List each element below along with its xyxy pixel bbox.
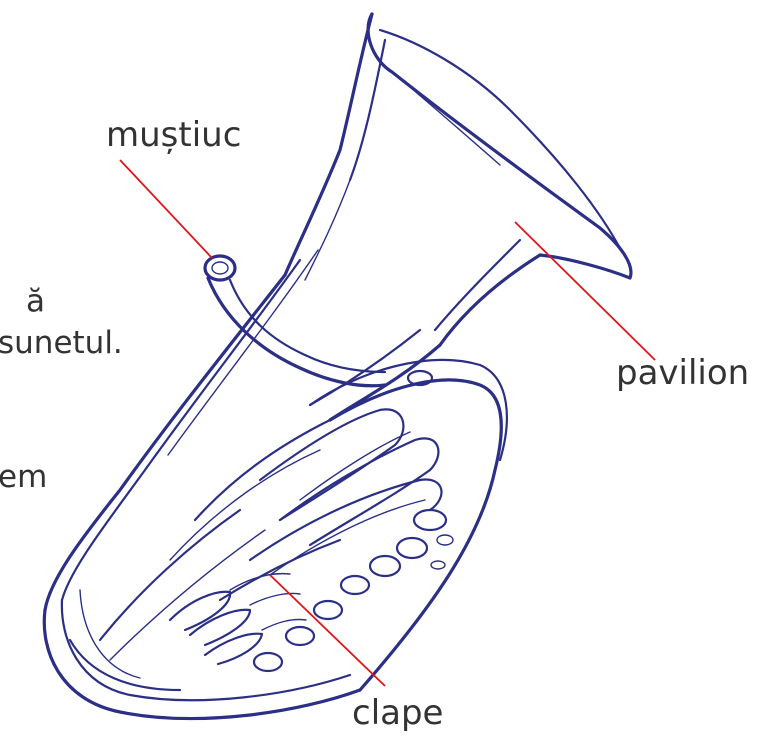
leader-bell [515,222,655,360]
label-bell: pavilion [616,356,749,390]
leader-mouthpiece [120,160,212,258]
label-valves: clape [352,696,443,730]
leader-valves [270,575,385,686]
label-mouthpiece: muștiuc [106,118,241,152]
